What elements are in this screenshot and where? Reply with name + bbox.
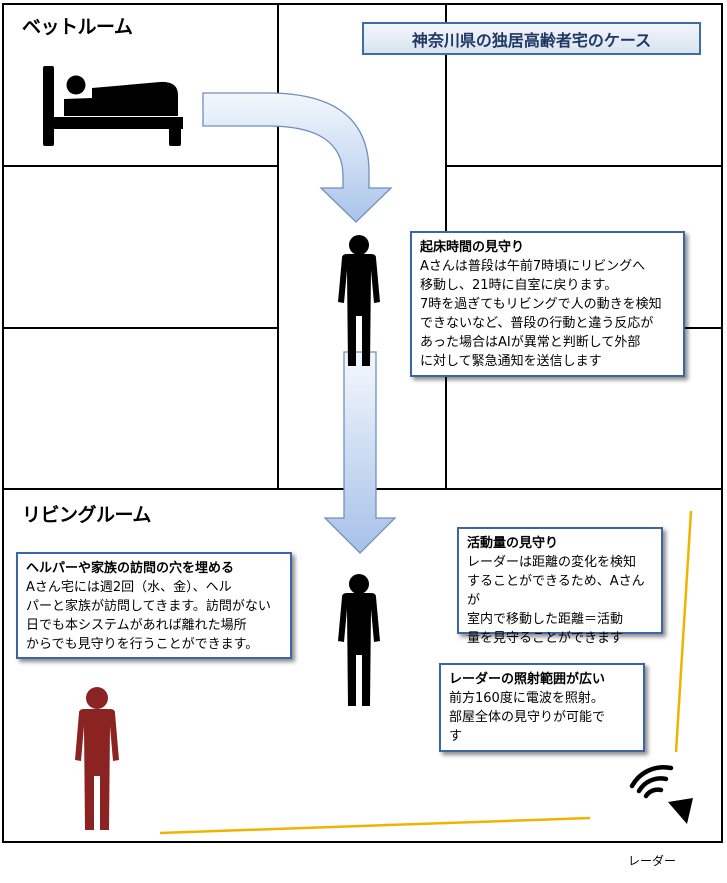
radar-wave-icon <box>629 765 693 824</box>
down-flow-arrow <box>323 351 397 554</box>
visit-note-title: ヘルパーや家族の訪問の穴を埋める <box>26 561 235 576</box>
activity-note-title: 活動量の見守り <box>467 536 559 551</box>
visit-note: ヘルパーや家族の訪問の穴を埋める Aさん宅には週2回（水、金）、ヘル パーと家族… <box>16 552 292 659</box>
living-room-label: リビングルーム <box>22 504 151 526</box>
radar-label: レーダー <box>628 854 677 868</box>
bedroom-label: ベットルーム <box>22 16 133 38</box>
person-icon <box>338 574 380 706</box>
radar-range-line <box>159 816 591 835</box>
wakeup-note: 起床時間の見守り Aさんは普段は午前7時頃にリビングへ 移動し、21時に自室に戻… <box>410 231 685 377</box>
curved-flow-arrow <box>202 92 393 223</box>
activity-note-body: レーダーは距離の変化を検知 することができるため、Aさんが 室内で移動した距離＝… <box>467 555 645 646</box>
person-icon <box>75 687 119 830</box>
activity-note: 活動量の見守り レーダーは距離の変化を検知 することができるため、Aさんが 室内… <box>457 527 663 646</box>
range-note-body: 前方160度に電波を照射。 部屋全体の見守りが可能で す <box>449 691 606 744</box>
visit-note-body: Aさん宅には週2回（水、金）、ヘル パーと家族が訪問してきます。訪問がない 日で… <box>26 580 271 652</box>
radar-range-line <box>674 510 693 753</box>
range-note-title: レーダーの照射範囲が広い <box>449 672 606 687</box>
wakeup-note-body: Aさんは普段は午前7時頃にリビングへ 移動し、21時に自室に戻ります。 7時を過… <box>420 259 662 369</box>
case-title: 神奈川県の独居高齢者宅のケース <box>362 22 701 55</box>
person-icon <box>338 235 380 366</box>
wakeup-note-title: 起床時間の見守り <box>420 240 525 255</box>
range-note: レーダーの照射範囲が広い 前方160度に電波を照射。 部屋全体の見守りが可能で … <box>439 663 645 752</box>
bed-sleeping-icon <box>43 66 183 146</box>
